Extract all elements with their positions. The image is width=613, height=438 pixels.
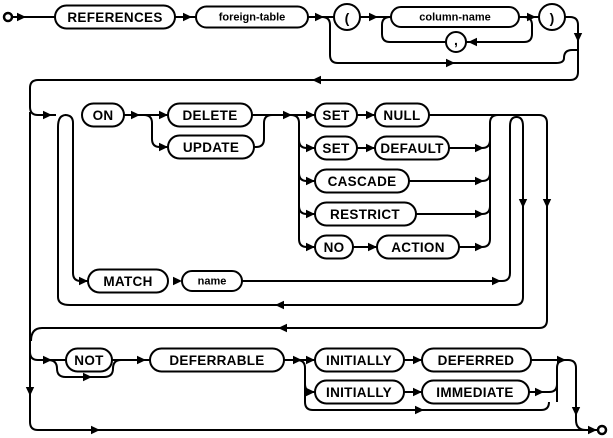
node-action-label: ACTION — [391, 240, 445, 255]
node-default: DEFAULT — [374, 135, 450, 161]
node-deferrable-label: DEFERRABLE — [169, 353, 264, 368]
node-immediate: IMMEDIATE — [421, 379, 530, 405]
node-set-2-label: SET — [322, 141, 350, 156]
node-references-label: REFERENCES — [67, 10, 162, 25]
action-branch-rail — [290, 114, 315, 248]
update-merge — [254, 114, 273, 148]
node-foreign-table-label: foreign-table — [219, 12, 286, 24]
node-column-name: column-name — [390, 6, 520, 28]
node-name: name — [181, 270, 243, 292]
node-no: NO — [314, 234, 354, 260]
node-initially-1: INITIALLY — [314, 347, 405, 373]
node-action: ACTION — [376, 234, 460, 260]
node-initially-2: INITIALLY — [314, 379, 405, 405]
node-deferred: DEFERRED — [421, 347, 532, 373]
node-on-label: ON — [93, 108, 114, 123]
node-foreign-table: foreign-table — [195, 5, 309, 29]
group-exit-rail — [30, 114, 548, 342]
node-initially-1-label: INITIALLY — [326, 353, 392, 368]
deferrable-exit-rail — [531, 359, 587, 431]
start-terminal — [2, 11, 14, 23]
node-match-label: MATCH — [103, 274, 152, 289]
repeat-return — [57, 114, 524, 306]
node-references: REFERENCES — [54, 4, 176, 30]
node-comma-label: , — [454, 32, 458, 48]
node-restrict: RESTRICT — [314, 201, 417, 227]
node-lparen: ( — [333, 3, 361, 31]
node-default-label: DEFAULT — [380, 141, 444, 156]
node-deferrable: DEFERRABLE — [149, 347, 285, 373]
initially-merge-rail — [529, 359, 566, 402]
node-comma: , — [445, 31, 467, 53]
node-delete: DELETE — [167, 102, 253, 128]
action-merge-rail — [409, 114, 499, 248]
node-column-name-label: column-name — [419, 12, 491, 24]
node-deferred-label: DEFERRED — [438, 353, 515, 368]
row1-exit-rail — [29, 16, 579, 116]
end-terminal — [596, 424, 608, 436]
node-no-label: NO — [324, 240, 345, 255]
node-name-label: name — [198, 276, 227, 288]
node-rparen: ) — [538, 3, 566, 31]
left-rail — [29, 112, 39, 431]
match-branch — [64, 114, 88, 282]
node-cascade-label: CASCADE — [328, 174, 397, 189]
node-update: UPDATE — [167, 134, 255, 160]
node-not-label: NOT — [74, 353, 104, 368]
node-match: MATCH — [87, 268, 169, 294]
node-initially-2-label: INITIALLY — [326, 385, 392, 400]
left-rail-not-branch — [29, 351, 66, 361]
node-on: ON — [81, 102, 125, 128]
node-update-label: UPDATE — [183, 140, 239, 155]
node-set-1-label: SET — [322, 108, 350, 123]
node-immediate-label: IMMEDIATE — [436, 385, 513, 400]
node-null-label: NULL — [383, 108, 420, 123]
node-null: NULL — [374, 102, 430, 128]
node-set-2: SET — [314, 135, 358, 161]
node-set-1: SET — [314, 102, 358, 128]
match-row-hairpin — [242, 115, 524, 297]
node-rparen-label: ) — [550, 10, 555, 26]
node-lparen-label: ( — [345, 10, 350, 26]
node-delete-label: DELETE — [182, 108, 237, 123]
node-not: NOT — [65, 347, 113, 373]
node-cascade: CASCADE — [314, 168, 410, 194]
update-branch — [143, 114, 168, 148]
node-restrict-label: RESTRICT — [330, 207, 400, 222]
